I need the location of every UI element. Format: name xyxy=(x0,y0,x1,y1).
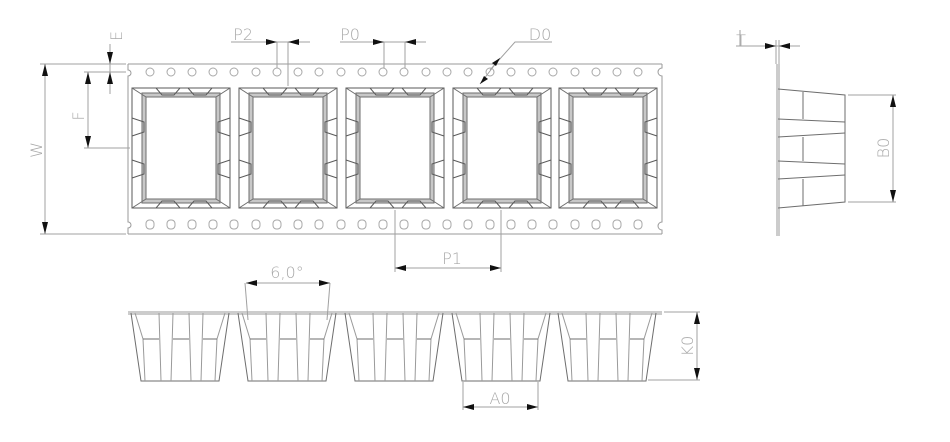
side-view: T B0 xyxy=(736,30,896,236)
dimension-p0: P0 xyxy=(340,25,426,68)
sprocket-holes-bottom xyxy=(145,219,643,230)
dimension-angle: 6,0° xyxy=(244,263,331,321)
cup-2 xyxy=(237,312,337,382)
front-section-view: 6,0° K0 A0 xyxy=(128,263,700,410)
dimension-f: F xyxy=(69,71,130,149)
dimension-a0: A0 xyxy=(462,382,539,410)
label-b0: B0 xyxy=(874,138,893,159)
dimension-p1: P1 xyxy=(394,210,502,272)
dimension-b0: B0 xyxy=(848,94,896,203)
tape-left-end xyxy=(127,64,132,234)
dimension-w: W xyxy=(27,63,126,235)
label-d0: D0 xyxy=(529,25,552,44)
label-p2: P2 xyxy=(233,25,253,44)
pocket-3 xyxy=(344,86,446,210)
tape-right-end xyxy=(657,64,663,234)
label-a0: A0 xyxy=(489,389,510,408)
label-k0: K0 xyxy=(678,336,697,357)
label-p1: P1 xyxy=(442,249,462,268)
sprocket-holes-top xyxy=(145,67,643,77)
label-e: E xyxy=(107,31,126,41)
label-f: F xyxy=(69,111,88,120)
dimension-e: E xyxy=(107,31,126,94)
label-w: W xyxy=(27,142,46,158)
pocket-2 xyxy=(237,86,339,210)
pocket-5 xyxy=(557,86,659,210)
label-angle: 6,0° xyxy=(270,263,303,282)
dimension-t: T xyxy=(736,30,800,64)
dimension-p2: P2 xyxy=(231,25,310,86)
cup-3 xyxy=(344,312,444,382)
top-view: W F E P2 xyxy=(27,25,663,272)
cup-4 xyxy=(451,312,551,382)
dimension-k0: K0 xyxy=(648,311,700,381)
label-t: T xyxy=(736,31,746,50)
pocket-1 xyxy=(130,86,232,210)
label-p0: P0 xyxy=(340,25,360,44)
pocket-4 xyxy=(451,86,553,210)
pocket-profile-side xyxy=(777,88,846,209)
cup-5 xyxy=(557,312,657,382)
cup-1 xyxy=(130,312,230,382)
dimension-d0: D0 xyxy=(479,25,552,85)
